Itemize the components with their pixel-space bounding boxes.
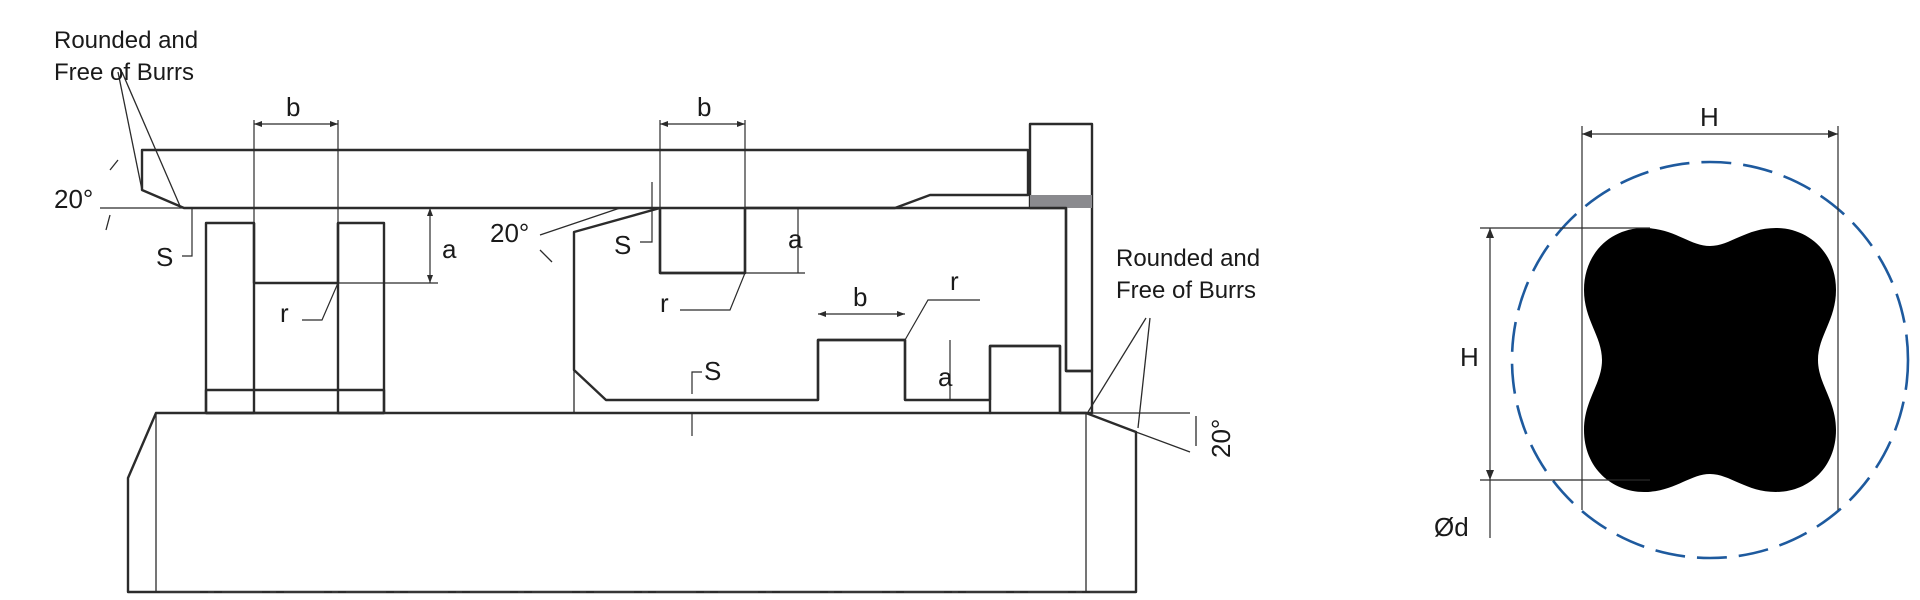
piston-groove-a — [816, 338, 907, 400]
dim-b-left: b — [286, 92, 300, 122]
note-rounded-right: Rounded and Free of Burrs — [1116, 245, 1267, 304]
angle-mid: 20° — [490, 218, 529, 248]
quad-ring-shape — [1584, 228, 1836, 492]
dim-a-left: a — [442, 234, 457, 264]
groove-bottom — [252, 223, 340, 285]
dim-r-left: r — [280, 298, 289, 328]
angle-left: 20° — [54, 184, 93, 214]
angle-right: 20° — [1206, 419, 1236, 458]
piston-upper-groove — [658, 208, 747, 275]
dim-b-mid: b — [697, 92, 711, 122]
upper-plate — [140, 148, 1030, 210]
dim-h-top: H — [1700, 102, 1719, 132]
dim-r-upper: r — [950, 266, 959, 296]
shaft-body — [126, 411, 1138, 594]
dim-h-side: H — [1460, 342, 1479, 372]
chamfer-ref-right — [1135, 431, 1191, 453]
chamfer-ref-mid — [539, 207, 621, 236]
dim-s-left: S — [156, 242, 173, 272]
installed-diameter-circle — [1510, 160, 1910, 560]
note-rounded-left: Rounded and Free of Burrs — [54, 27, 205, 86]
housing-fill — [1030, 195, 1092, 208]
dim-r-mid: r — [660, 288, 669, 318]
groove-floor — [204, 388, 386, 415]
piston-groove-b — [988, 344, 1062, 413]
groove-wall-left — [204, 221, 256, 415]
dim-s-lower: S — [704, 356, 721, 386]
dim-b-lower: b — [853, 282, 867, 312]
dim-od: Ød — [1434, 512, 1469, 542]
housing-block-right — [1028, 122, 1094, 373]
dimensions-left: b b b a a a S S S — [54, 71, 1236, 458]
groove-wall-right — [336, 221, 386, 415]
cross-section — [100, 122, 1191, 594]
quad-ring-section: H H Ød — [1434, 102, 1910, 560]
dim-a-lower: a — [938, 362, 953, 392]
dim-s-mid: S — [614, 230, 631, 260]
dim-a-mid: a — [788, 224, 803, 254]
